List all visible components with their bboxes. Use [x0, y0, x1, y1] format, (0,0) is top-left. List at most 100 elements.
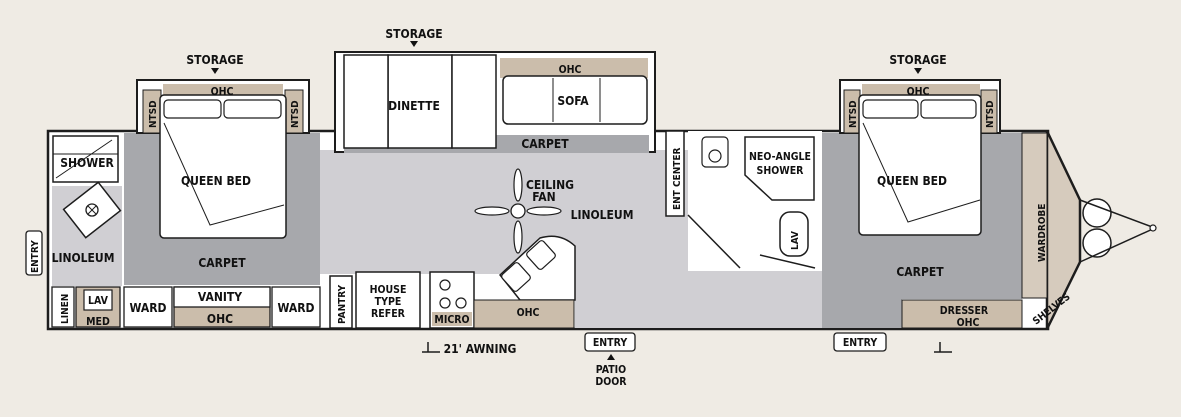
house-type-refer: [355, 271, 421, 329]
bed-left-cover: [163, 122, 285, 226]
recliner-seat-1: [501, 262, 531, 292]
lav-left-label: LAV: [88, 295, 109, 307]
wardrobe-closet: [1021, 132, 1048, 299]
pillow-left-2: [223, 99, 282, 119]
sink-bowl: [708, 149, 722, 163]
sofa-label: SOFA: [557, 94, 589, 108]
vanity-label: VANITY: [198, 290, 242, 304]
ward-1-label: WARD: [129, 301, 166, 315]
hitch-coupler: [1149, 224, 1157, 232]
micro-cabinet: [432, 312, 472, 326]
ohc-bed-left-label: OHC: [211, 86, 234, 98]
med-label: MED: [86, 316, 110, 328]
lav-left-sink: [83, 289, 113, 311]
ntsd-label-4: NTSD: [985, 100, 996, 128]
pillow-left-1: [163, 99, 222, 119]
ceiling-label: CEILING: [526, 178, 574, 192]
pillow-right-1: [862, 99, 919, 119]
awning-bracket-2: [934, 342, 952, 353]
dinette-bench-2: [451, 54, 497, 149]
shower-left-label: SHOWER: [60, 156, 114, 170]
fan-blade-2: [513, 220, 523, 254]
pillow-right-2: [920, 99, 977, 119]
dinette-label: DINETTE: [388, 99, 440, 113]
storage-arrow-right: [914, 68, 922, 74]
bed-right-cover: [862, 122, 981, 223]
queen-bed-left-label: QUEEN BED: [181, 174, 251, 188]
dresser-label: DRESSER: [940, 305, 989, 317]
ohc-vanity-label: OHC: [207, 312, 233, 326]
patio-arrow: [607, 354, 615, 360]
dinette-bench-1: [343, 54, 389, 149]
ohc-bed-right-label: OHC: [907, 86, 930, 98]
ceiling-fan-hub: [510, 203, 526, 219]
pantry-label: PANTRY: [337, 284, 348, 324]
ward-2-label: WARD: [277, 301, 314, 315]
ntsd-label-3: NTSD: [848, 100, 859, 128]
lav-right-fixture: [779, 211, 809, 257]
ohc-sofa-cabinet: [500, 58, 648, 78]
refer-label-2: TYPE: [375, 296, 402, 308]
patio-label-1: PATIO: [596, 364, 626, 376]
ward-left: [123, 286, 173, 328]
awning-label: 21' AWNING: [444, 342, 517, 356]
entry-patio-label: ENTRY: [593, 337, 628, 349]
queen-bed-right: [858, 94, 982, 236]
fan-label: FAN: [532, 190, 555, 204]
carpet-slide-label: CARPET: [521, 137, 569, 151]
storage-arrow-top: [410, 41, 418, 47]
linoleum-bath-label: LINOLEUM: [52, 251, 115, 265]
recliner-seat-2: [526, 240, 556, 270]
ent-center: [665, 130, 685, 217]
fan-blade-4: [526, 206, 562, 216]
ohc-sofa-label: OHC: [559, 64, 582, 76]
kitchen-counter: [473, 299, 575, 329]
linen-label: LINEN: [60, 294, 71, 324]
living-floor-2: [575, 270, 823, 328]
entry-left-label: ENTRY: [30, 240, 41, 273]
lav-left-cabinet: [75, 286, 121, 328]
neo-angle-label-1: NEO-ANGLE: [749, 151, 811, 163]
patio-label-2: DOOR: [595, 376, 627, 388]
fan-blade-1: [513, 168, 523, 202]
awning-bracket-1: [422, 342, 440, 353]
toilet-cross-2: [87, 205, 97, 215]
ohc-kitchen-label: OHC: [517, 307, 540, 319]
queen-bed-left: [159, 94, 287, 239]
refer-label-3: REFER: [371, 308, 406, 320]
entry-left-box: [25, 230, 43, 276]
ward-right: [271, 286, 321, 328]
spare-tire-2: [1082, 228, 1112, 258]
queen-bed-right-label: QUEEN BED: [877, 174, 947, 188]
storage-left-label: STORAGE: [186, 53, 243, 67]
sofa: [502, 75, 648, 125]
bath-door-2: [759, 254, 816, 269]
ent-center-label: ENT CENTER: [672, 147, 683, 210]
spare-tire-1: [1082, 198, 1112, 228]
entry-right-box: [833, 332, 887, 352]
burner-3: [455, 297, 467, 309]
refer-label-1: HOUSE: [370, 284, 407, 296]
front-bedroom-floor-2: [822, 270, 902, 328]
ntsd-label-2: NTSD: [290, 100, 301, 128]
micro-label: MICRO: [434, 314, 469, 326]
dresser: [901, 299, 1023, 329]
entry-right-label: ENTRY: [843, 337, 878, 349]
vanity-top: [173, 286, 271, 308]
ohc-dresser-label: OHC: [957, 317, 980, 329]
carpet-bed-left-label: CARPET: [198, 256, 246, 270]
shower-diagonal: [55, 139, 113, 179]
neo-angle-shower: [744, 136, 815, 201]
lav-right-label: LAV: [790, 231, 801, 250]
linoleum-main-label: LINOLEUM: [571, 208, 634, 222]
burner-2: [439, 297, 451, 309]
fan-blade-3: [474, 206, 510, 216]
storage-arrow-left: [211, 68, 219, 74]
neo-angle-label-2: SHOWER: [757, 165, 805, 177]
burner-1: [439, 279, 451, 291]
entry-patio-box: [584, 332, 636, 352]
storage-top-label: STORAGE: [385, 27, 442, 41]
carpet-bed-right-label: CARPET: [896, 265, 944, 279]
pantry: [329, 275, 353, 329]
